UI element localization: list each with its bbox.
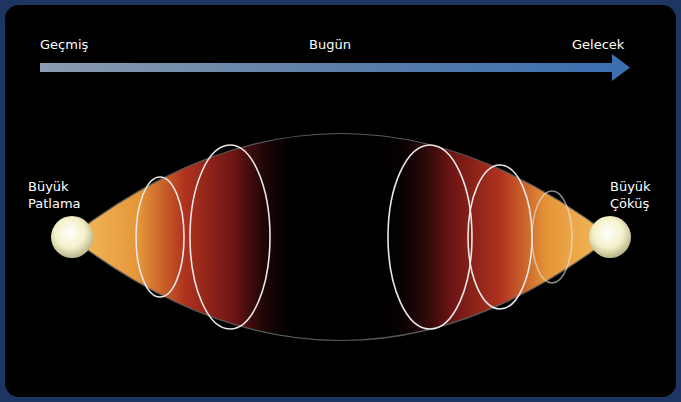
universe-outline <box>70 134 612 341</box>
collapse-cone <box>375 120 615 360</box>
time-arrow <box>40 63 615 72</box>
size-rings <box>136 145 572 329</box>
panel <box>5 5 676 397</box>
time-label: Bugün <box>309 36 351 53</box>
time-label: Geçmiş <box>40 36 88 53</box>
event-label: Büyük Çöküş <box>610 178 672 212</box>
event-label: Büyük Patlama <box>28 178 90 212</box>
time-label: Gelecek <box>572 36 624 53</box>
arrow-head <box>612 54 630 81</box>
big-bang-point <box>51 216 93 258</box>
expansion-cone <box>70 120 310 360</box>
big-crunch-point <box>589 216 631 258</box>
